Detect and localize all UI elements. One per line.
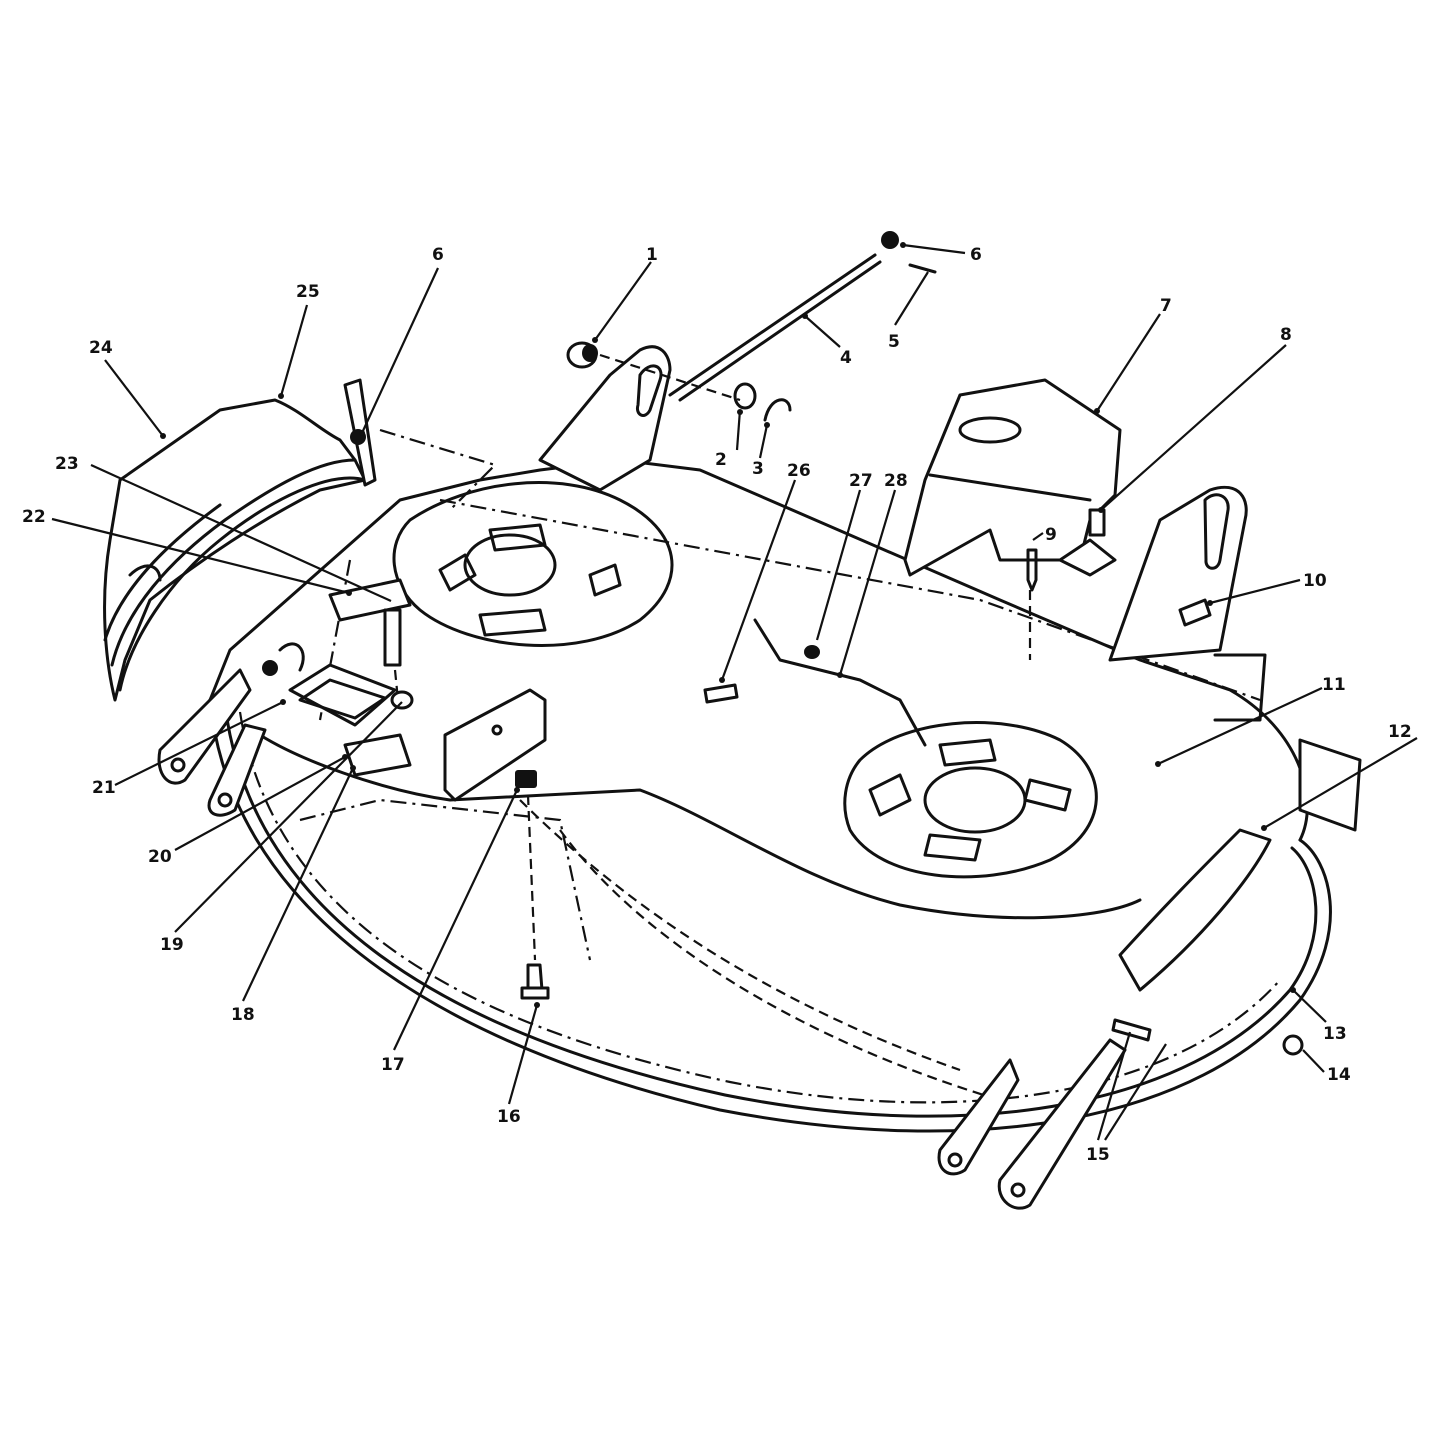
callout-19: 19 xyxy=(160,935,184,955)
front-baffle xyxy=(1118,828,1272,992)
callout-16: 16 xyxy=(497,1107,521,1127)
callout-25: 25 xyxy=(296,282,320,302)
decals xyxy=(288,578,412,777)
discharge-chute xyxy=(103,378,377,702)
callout-5: 5 xyxy=(888,332,900,352)
callout-11: 11 xyxy=(1322,675,1346,695)
deck-brace-plate xyxy=(443,688,547,802)
callout-6-left: 6 xyxy=(432,245,444,265)
callouts: 1 2 3 4 5 6 6 7 8 9 10 11 12 13 14 15 16… xyxy=(22,245,1412,1165)
callout-18: 18 xyxy=(231,1005,255,1025)
right-front-brackets xyxy=(937,1038,1127,1210)
right-spindle-housing xyxy=(843,721,1098,879)
callout-26: 26 xyxy=(787,461,811,481)
callout-3: 3 xyxy=(752,459,764,479)
callout-7: 7 xyxy=(1160,296,1172,316)
callout-28: 28 xyxy=(884,471,908,491)
callout-12: 12 xyxy=(1388,722,1412,742)
leader-dots xyxy=(160,242,1296,1008)
callout-24: 24 xyxy=(89,338,113,358)
hinge-rod xyxy=(668,253,882,402)
belt-cover xyxy=(903,378,1122,577)
rear-pivot-bracket xyxy=(538,345,672,492)
callout-1: 1 xyxy=(646,245,658,265)
callout-27: 27 xyxy=(849,471,873,491)
callout-13: 13 xyxy=(1323,1024,1347,1044)
callout-4: 4 xyxy=(840,348,852,368)
callout-6-right: 6 xyxy=(970,245,982,265)
callout-23: 23 xyxy=(55,454,79,474)
callout-9: 9 xyxy=(1045,525,1057,545)
right-lift-bracket xyxy=(1108,485,1267,722)
callout-15: 15 xyxy=(1086,1145,1110,1165)
right-anchor-bracket xyxy=(1298,738,1362,832)
callout-22: 22 xyxy=(22,507,46,527)
hardware xyxy=(262,231,1304,1056)
left-spindle-housing xyxy=(392,481,674,647)
callout-17: 17 xyxy=(381,1055,405,1075)
callout-21: 21 xyxy=(92,778,116,798)
callout-2: 2 xyxy=(715,450,727,470)
callout-14: 14 xyxy=(1327,1065,1351,1085)
leader-lines xyxy=(51,243,1418,1141)
callout-20: 20 xyxy=(148,847,172,867)
callout-8: 8 xyxy=(1280,325,1292,345)
left-front-brackets xyxy=(157,668,267,817)
callout-10: 10 xyxy=(1303,571,1327,591)
